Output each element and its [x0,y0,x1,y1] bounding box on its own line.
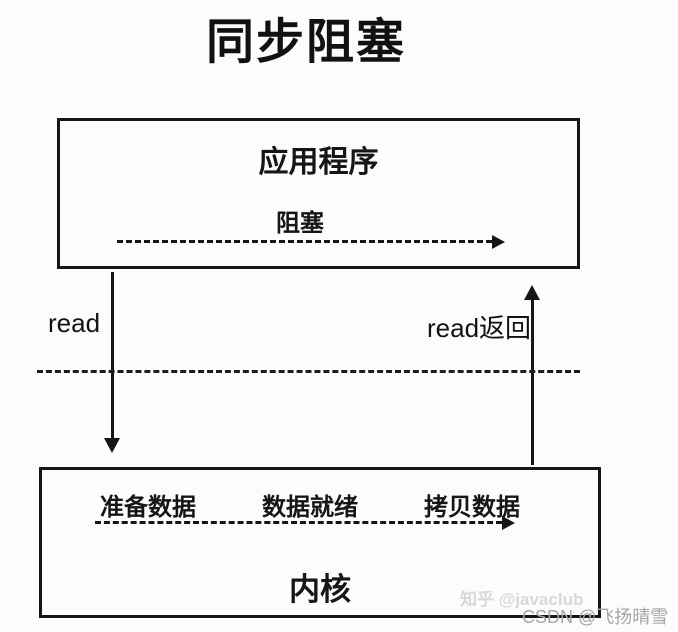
watermark-zhihu: 知乎 @javaclub [460,590,584,609]
kernel-stage-data-ready: 数据就绪 [262,494,358,521]
kernel-stage-row: 准备数据 数据就绪 拷贝数据 [100,487,520,522]
blocking-arrow [117,235,505,249]
diagram-title: 同步阻塞 [205,16,406,69]
arrowhead-right-icon [492,235,505,249]
kernel-box-label: 内核 [289,572,351,607]
read-call-label: read [48,308,101,338]
read-return-label: read返回 [427,313,532,343]
kernel-stage-prepare-data: 准备数据 [100,494,196,521]
arrowhead-up-icon [524,285,540,300]
kernel-flow-arrow [95,516,515,530]
arrow-shaft [530,300,534,465]
arrow-shaft [110,272,114,438]
application-box: 应用程序 阻塞 [57,118,580,269]
user-kernel-boundary-line [37,370,580,373]
read-call-arrow [104,272,120,453]
read-return-arrow [524,285,540,465]
kernel-box: 准备数据 数据就绪 拷贝数据 内核 [39,467,601,618]
application-box-label: 应用程序 [258,146,379,179]
arrowhead-down-icon [104,438,120,453]
arrowhead-right-icon [502,516,515,530]
watermark-csdn: CSDN @飞扬晴雪 [522,607,669,627]
blocking-label: 阻塞 [276,210,324,237]
